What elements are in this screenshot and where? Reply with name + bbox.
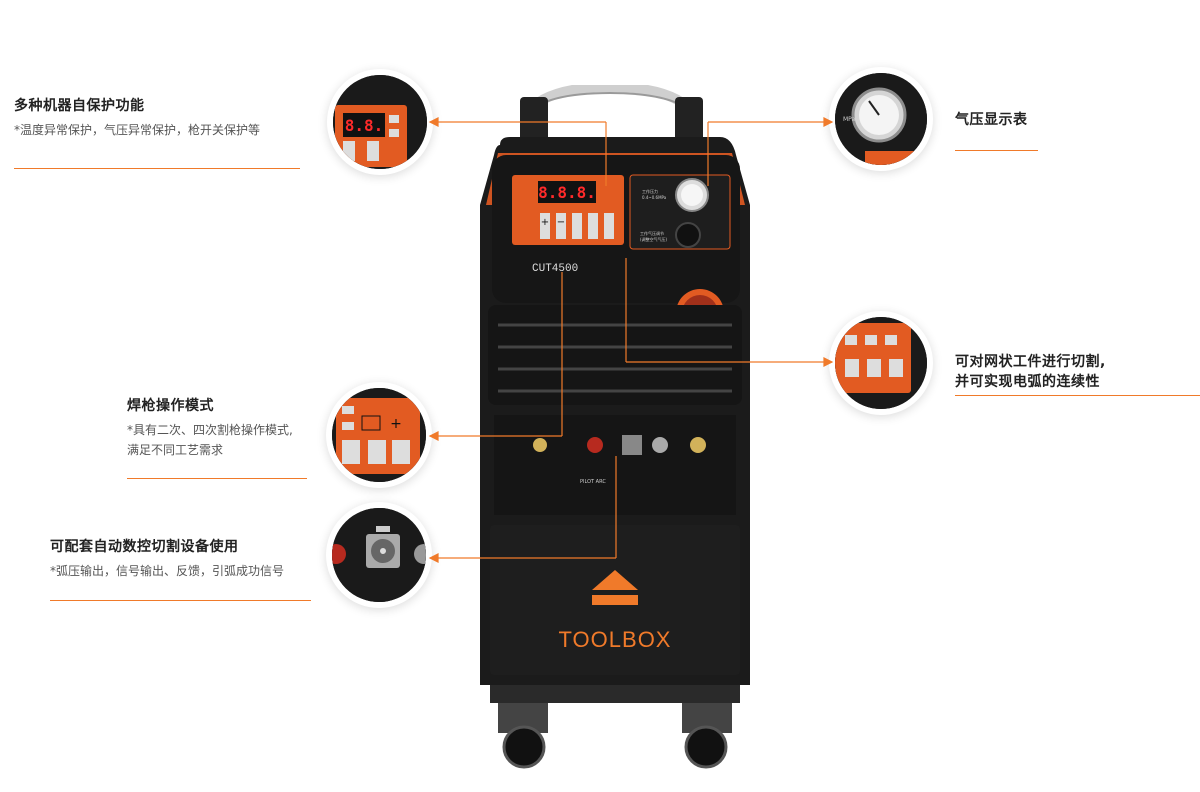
callout-torch-desc1: *具有二次、四次割枪操作模式, <box>127 423 293 437</box>
panel-knob-label: 工作气压调节 <box>640 230 664 236</box>
panel-minus-sign: − <box>557 217 565 228</box>
callout-protection: 多种机器自保护功能 *温度异常保护，气压异常保护，枪开关保护等 <box>14 96 260 140</box>
panel-display: 8.8.8. <box>538 183 596 202</box>
panel-gauge-label: 工作压力 <box>642 188 658 194</box>
zoom-cnc-connector <box>332 508 426 602</box>
plasma-cutter-machine: 8.8.8. + − 工作压力 0.4~0.6MPa 工作气压调节 (调整空气气… <box>480 85 750 769</box>
callout-gauge-underline <box>955 150 1038 151</box>
panel-pilot-arc-label: PILOT ARC <box>580 479 606 485</box>
callout-cnc-desc: *弧压输出，信号输出、反馈，引弧成功信号 <box>50 564 285 578</box>
zoom-display-panel: 8.8. <box>333 75 427 169</box>
callout-torch-desc2: 满足不同工艺需求 <box>127 443 224 457</box>
callout-mesh-underline <box>955 395 1200 396</box>
callout-torch-title: 焊枪操作模式 <box>127 398 214 414</box>
machine-brand-label: TOOLBOX <box>559 627 672 652</box>
zoom-torch-plus-sign: + <box>390 416 402 432</box>
callout-cnc: 可配套自动数控切割设备使用 *弧压输出，信号输出、反馈，引弧成功信号 <box>50 537 284 581</box>
panel-model-label: CUT4500 <box>532 263 578 275</box>
callout-mesh-line1: 可对网状工件进行切割, <box>955 354 1106 370</box>
callout-mesh-line2: 并可实现电弧的连续性 <box>955 374 1100 390</box>
callout-protection-title: 多种机器自保护功能 <box>14 98 145 114</box>
zoom-mesh-panel <box>835 317 927 409</box>
callout-mesh: 可对网状工件进行切割, 并可实现电弧的连续性 <box>955 352 1106 392</box>
callout-gauge-title: 气压显示表 <box>955 112 1028 128</box>
panel-gauge-range: 0.4~0.6MPa <box>642 195 667 200</box>
zoom-display-value: 8.8. <box>345 116 384 135</box>
callout-protection-desc: *温度异常保护，气压异常保护，枪开关保护等 <box>14 123 261 137</box>
panel-knob-sublabel: (调整空气气压) <box>640 236 668 242</box>
callout-cnc-underline <box>50 600 311 601</box>
callout-cnc-title: 可配套自动数控切割设备使用 <box>50 539 239 555</box>
callout-torch: 焊枪操作模式 *具有二次、四次割枪操作模式, 满足不同工艺需求 <box>127 396 293 460</box>
callout-torch-underline <box>127 478 307 479</box>
zoom-torch-mode: + <box>332 388 426 482</box>
callout-gauge: 气压显示表 <box>955 110 1028 130</box>
panel-plus-sign: + <box>541 217 549 228</box>
zoom-gauge-unit: MPa <box>843 116 856 123</box>
callout-protection-underline <box>14 168 300 169</box>
zoom-gauge: MPa <box>835 73 927 165</box>
